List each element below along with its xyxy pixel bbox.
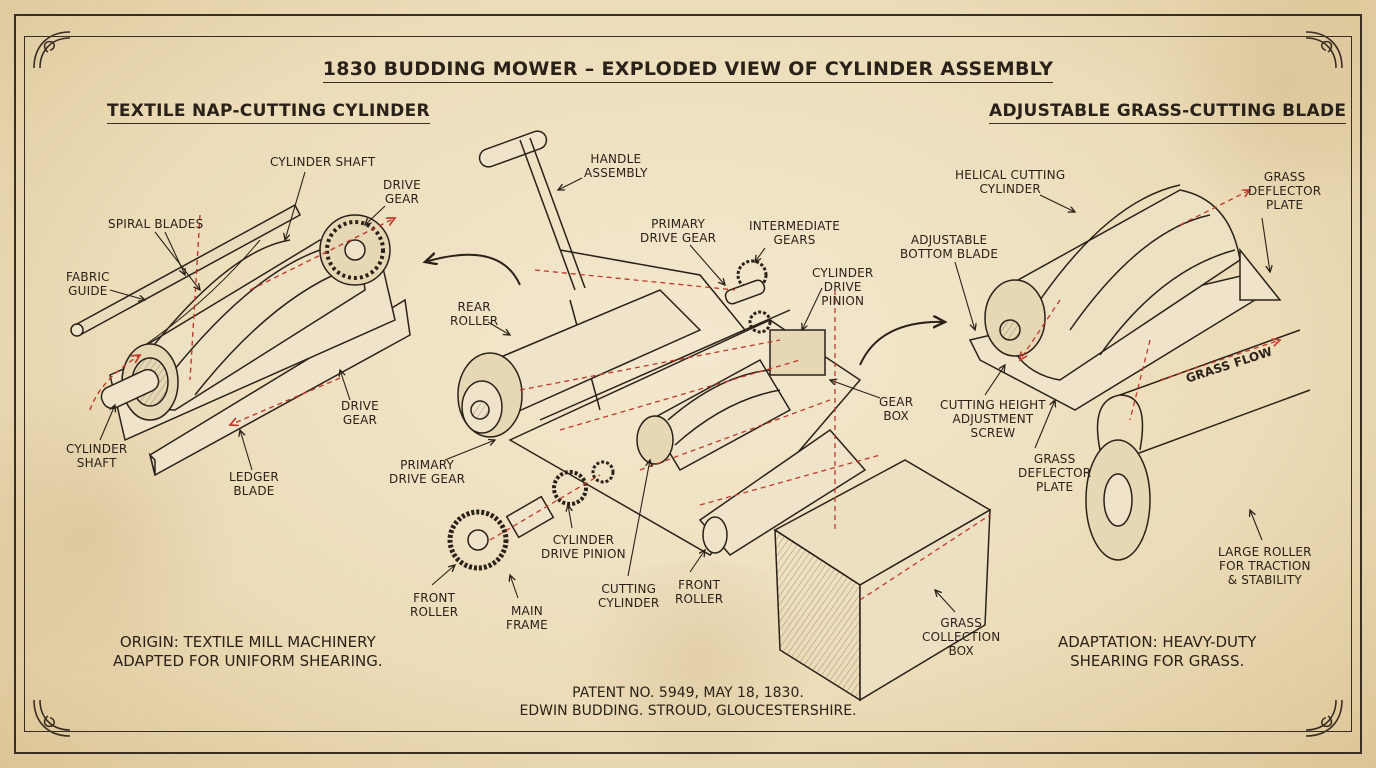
label-primary-drive-gear-bottom: PRIMARY DRIVE GEAR (389, 458, 465, 486)
label-ledger-blade: LEDGER BLADE (229, 470, 279, 498)
label-fabric-guide: FABRIC GUIDE (66, 270, 110, 298)
label-gear-box: GEAR BOX (879, 395, 913, 423)
mower-drawing (450, 129, 865, 568)
label-front-roller-left: FRONT ROLLER (410, 591, 458, 619)
label-front-roller-center: FRONT ROLLER (675, 578, 723, 606)
label-rear-roller: REAR ROLLER (450, 300, 498, 328)
label-main-frame: MAIN FRAME (506, 604, 548, 632)
right-adaptation-note: ADAPTATION: HEAVY-DUTY SHEARING FOR GRAS… (1058, 633, 1256, 671)
label-cutting-height-adjustment-screw: CUTTING HEIGHT ADJUSTMENT SCREW (940, 398, 1046, 440)
label-handle-assembly: HANDLE ASSEMBLY (584, 152, 648, 180)
label-cylinder-drive-pinion-top: CYLINDER DRIVE PINION (812, 266, 873, 308)
label-cutting-cylinder: CUTTING CYLINDER (598, 582, 659, 610)
label-drive-gear-top: DRIVE GEAR (383, 178, 421, 206)
label-spiral-blades: SPIRAL BLADES (108, 217, 203, 231)
diagram-title: 1830 BUDDING MOWER – EXPLODED VIEW OF CY… (0, 58, 1376, 80)
label-large-roller: LARGE ROLLER FOR TRACTION & STABILITY (1218, 545, 1312, 587)
label-cylinder-shaft-bottom: CYLINDER SHAFT (66, 442, 127, 470)
label-adjustable-bottom-blade: ADJUSTABLE BOTTOM BLADE (900, 233, 998, 261)
left-origin-note: ORIGIN: TEXTILE MILL MACHINERY ADAPTED F… (113, 633, 383, 671)
diagram-title-text: 1830 BUDDING MOWER – EXPLODED VIEW OF CY… (323, 58, 1054, 83)
grass-blade-drawing (970, 185, 1310, 560)
patent-caption: PATENT NO. 5949, MAY 18, 1830. EDWIN BUD… (0, 684, 1376, 720)
label-primary-drive-gear-top: PRIMARY DRIVE GEAR (640, 217, 716, 245)
label-cylinder-drive-pinion-bottom: CYLINDER DRIVE PINION (541, 533, 626, 561)
label-grass-deflector-plate-top: GRASS DEFLECTOR PLATE (1248, 170, 1321, 212)
label-grass-deflector-plate-bottom: GRASS DEFLECTOR PLATE (1018, 452, 1091, 494)
label-helical-cutting-cylinder: HELICAL CUTTING CYLINDER (955, 168, 1065, 196)
right-panel-heading: ADJUSTABLE GRASS-CUTTING BLADE (989, 101, 1346, 124)
label-intermediate-gears: INTERMEDIATE GEARS (749, 219, 840, 247)
label-drive-gear-bottom: DRIVE GEAR (341, 399, 379, 427)
left-panel-heading: TEXTILE NAP-CUTTING CYLINDER (107, 101, 430, 124)
textile-cylinder-drawing (71, 205, 410, 475)
label-cylinder-shaft-top: CYLINDER SHAFT (270, 155, 375, 169)
label-grass-collection-box: GRASS COLLECTION BOX (922, 616, 1000, 658)
